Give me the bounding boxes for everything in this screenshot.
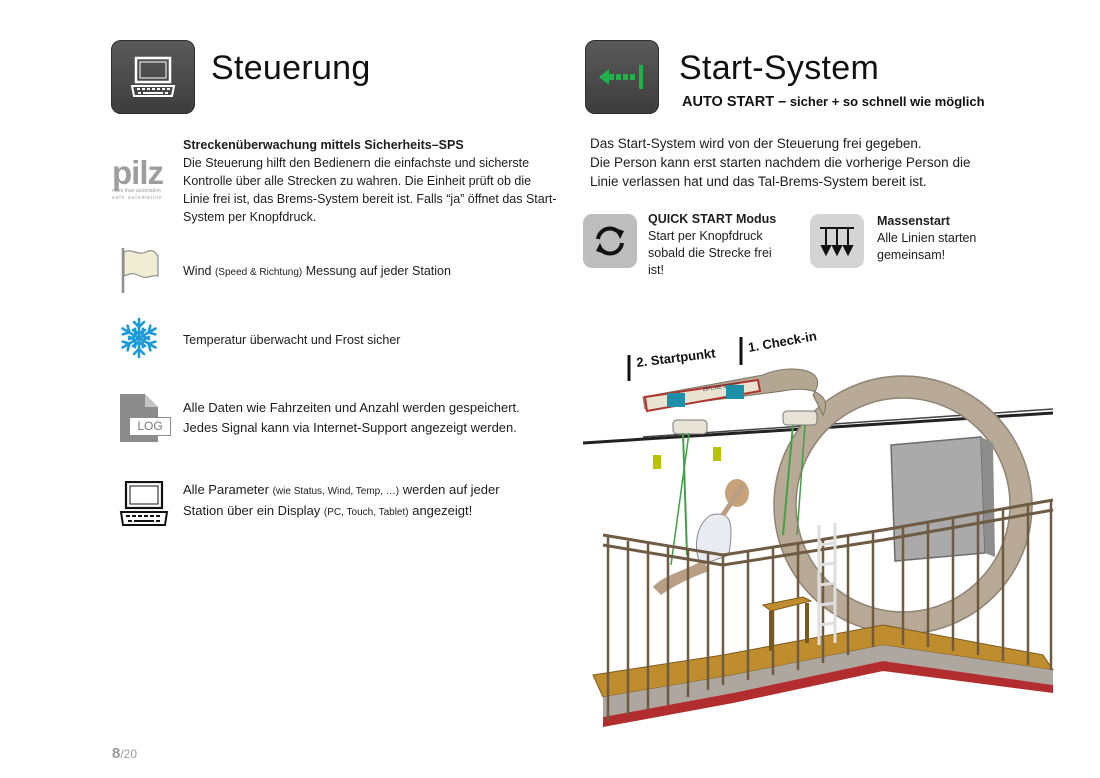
steuerung-tile	[111, 40, 195, 114]
start-system-subtitle: AUTO START – sicher + so schnell wie mög…	[682, 94, 985, 110]
temperature-text: Temperatur überwacht und Frost sicher	[183, 333, 401, 347]
sps-block: Streckenüberwachung mittels Sicherheits–…	[183, 136, 558, 226]
log-text: Alle Daten wie Fahrzeiten und Anzahl wer…	[183, 400, 520, 435]
laptop-icon	[119, 481, 169, 526]
quick-start-text: QUICK START Modus Start per Knopfdruck s…	[648, 212, 777, 277]
control-box	[890, 436, 995, 562]
zipline-station-illustration: 2. Startpunkt 1. Check-in ZIPLINE START	[583, 328, 1055, 727]
ladder	[817, 523, 837, 645]
start-system-intro: Das Start-System wird von der Steuerung …	[590, 136, 971, 189]
steuerung-title: Steuerung	[211, 49, 371, 87]
computer-icon	[130, 56, 176, 97]
snowflake-icon	[118, 317, 160, 359]
sps-heading: Streckenüberwachung mittels Sicherheits–…	[183, 138, 464, 152]
svg-text:1. Check-in: 1. Check-in	[747, 328, 818, 355]
quick-start-tile	[583, 214, 637, 268]
mass-start-tile	[810, 214, 864, 268]
arrow-left-icon	[599, 65, 643, 89]
svg-text:2. Startpunkt: 2. Startpunkt	[636, 345, 717, 370]
mass-start-text: Massenstart Alle Linien starten gemeinsa…	[877, 214, 977, 262]
display-text: Alle Parameter (wie Status, Wind, Temp, …	[183, 482, 500, 518]
wind-text: Wind (Speed & Richtung) Messung auf jede…	[183, 264, 451, 278]
pilz-logo: pilz more than automation safe automatio…	[112, 154, 164, 201]
svg-text:ZIPLINE START: ZIPLINE START	[702, 382, 739, 393]
refresh-icon	[596, 226, 624, 256]
start-system-title: Start-System	[679, 49, 880, 87]
sps-text: Die Steuerung hilft den Bedienern die ei…	[183, 156, 557, 224]
page-number: 8/20	[112, 745, 138, 762]
railing-posts	[606, 501, 1053, 720]
log-file-icon: LOG	[117, 393, 171, 443]
startpunkt-label: 2. Startpunkt	[627, 345, 717, 381]
start-system-tile	[585, 40, 659, 114]
railing	[602, 498, 1054, 567]
flag-icon	[121, 248, 159, 293]
checkin-label: 1. Check-in	[739, 328, 818, 365]
triple-arrow-down-icon	[820, 227, 854, 257]
trolley-units	[653, 385, 818, 566]
